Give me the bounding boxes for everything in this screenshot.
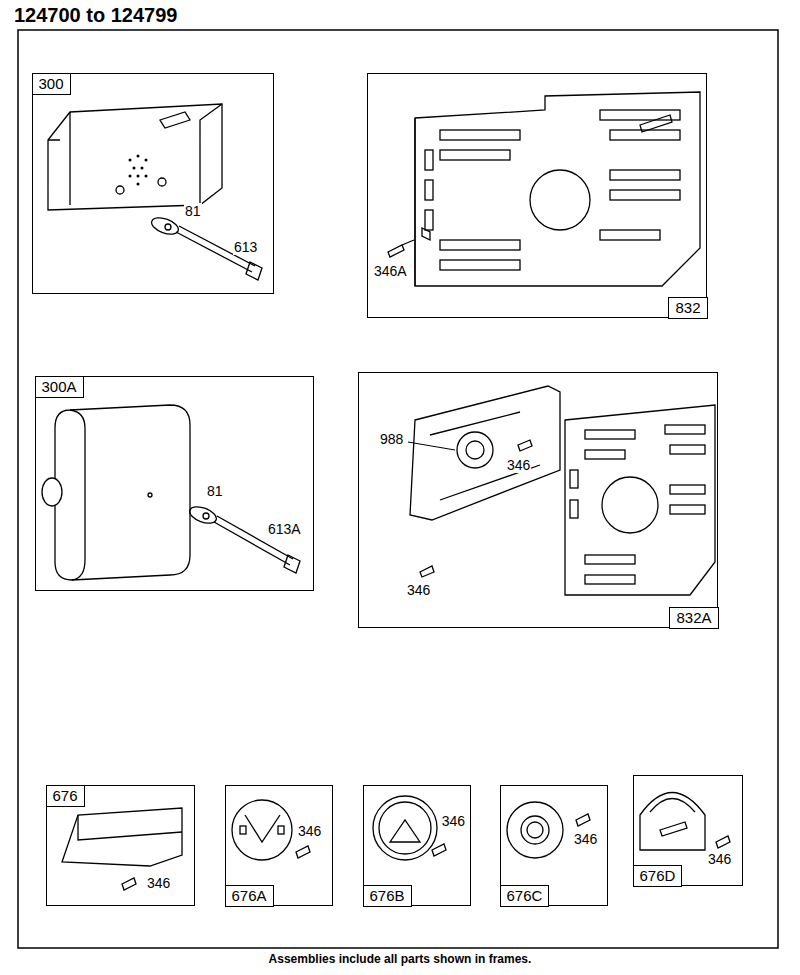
assembly-number: 676B: [363, 885, 412, 907]
cover-drawing: [373, 796, 446, 860]
callout-number: 988: [379, 431, 404, 447]
assembly-frame: 832 346A: [367, 73, 707, 318]
muffler-drawing: [48, 104, 262, 280]
callout-number: 346: [146, 875, 171, 891]
assembly-frame: 676 346: [46, 785, 195, 906]
assembly-frame: 676A 346: [225, 785, 333, 906]
assembly-frame: 300 81 613: [32, 73, 274, 294]
callout-number: 346: [573, 831, 598, 847]
callout-number: 613: [233, 239, 258, 255]
assembly-frame: 676B 346: [363, 785, 471, 906]
callout-number: 346A: [373, 263, 408, 279]
guard-drawing: [565, 405, 715, 595]
callout-number: 346: [406, 582, 431, 598]
assembly-frame: 676C 346: [500, 785, 608, 906]
cover-drawing: [507, 802, 590, 858]
callout-number: 81: [184, 203, 202, 219]
assembly-number: 676D: [633, 865, 683, 887]
assembly-number: 832A: [669, 607, 718, 629]
outer-border: [18, 30, 778, 948]
assembly-number: 832: [668, 297, 707, 319]
guard-drawing: [388, 92, 700, 286]
assembly-frame: 832A 988 346 346: [358, 372, 718, 628]
assembly-number: 300A: [35, 376, 84, 398]
assembly-number: 300: [32, 73, 71, 95]
callout-number: 81: [206, 483, 224, 499]
callout-number: 613A: [267, 521, 302, 537]
callout-number: 346: [441, 813, 466, 829]
callout-number: 346: [707, 851, 732, 867]
assembly-number: 676C: [500, 885, 550, 907]
cover-drawing: [640, 793, 730, 851]
assembly-number: 676: [46, 785, 85, 807]
bracket-drawing: [408, 386, 560, 577]
callout-number: 346: [297, 823, 322, 839]
diagram-caption: Assemblies include all parts shown in fr…: [0, 952, 800, 966]
cover-drawing: [62, 808, 182, 890]
assembly-frame: 676D 346: [633, 775, 743, 886]
diagram-title: 124700 to 124799: [14, 4, 177, 27]
assembly-number: 676A: [225, 885, 274, 907]
assembly-frame: 300A 81 613A: [35, 376, 314, 591]
callout-number: 346: [506, 457, 531, 473]
muffler-drawing: [42, 405, 300, 580]
